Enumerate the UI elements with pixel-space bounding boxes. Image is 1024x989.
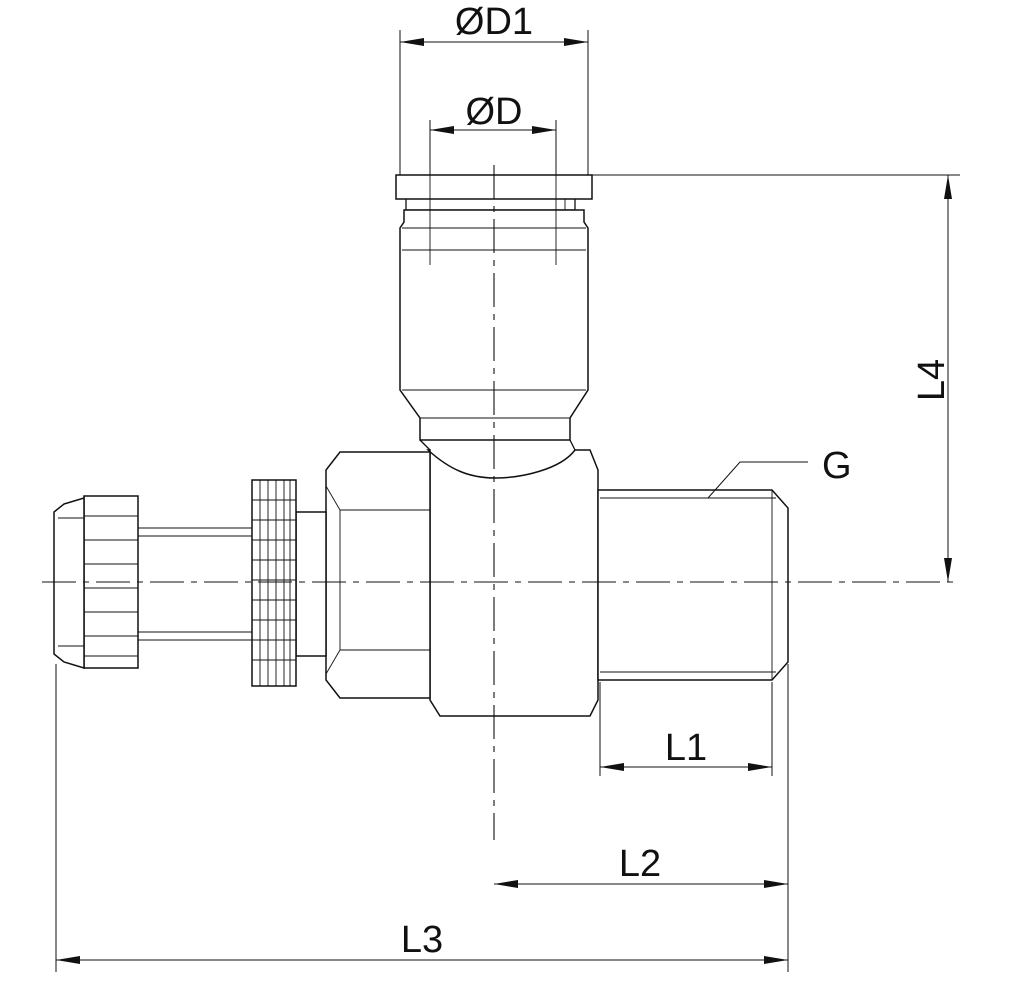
label-d: ØD <box>466 91 523 133</box>
hex-nut <box>325 451 431 699</box>
adjust-screw <box>138 511 327 657</box>
tube-fitting <box>395 174 593 441</box>
dimension-l1: L1 <box>599 682 773 776</box>
dimension-d: ØD <box>429 91 557 175</box>
thread-callout: G <box>707 445 852 499</box>
dimension-l4: L4 <box>592 174 960 582</box>
dimension-l3: L3 <box>55 664 788 972</box>
lock-nut <box>251 479 297 687</box>
dimension-d1: ØD1 <box>399 1 589 175</box>
label-l3: L3 <box>401 919 443 961</box>
label-l2: L2 <box>619 843 661 885</box>
dimension-l2: L2 <box>494 664 789 972</box>
label-l1: L1 <box>665 727 707 769</box>
body-block <box>419 439 599 717</box>
label-g: G <box>822 445 852 487</box>
label-l4: L4 <box>911 359 953 401</box>
centerlines <box>42 165 960 840</box>
thread-end <box>597 489 789 681</box>
label-d1: ØD1 <box>455 1 533 43</box>
